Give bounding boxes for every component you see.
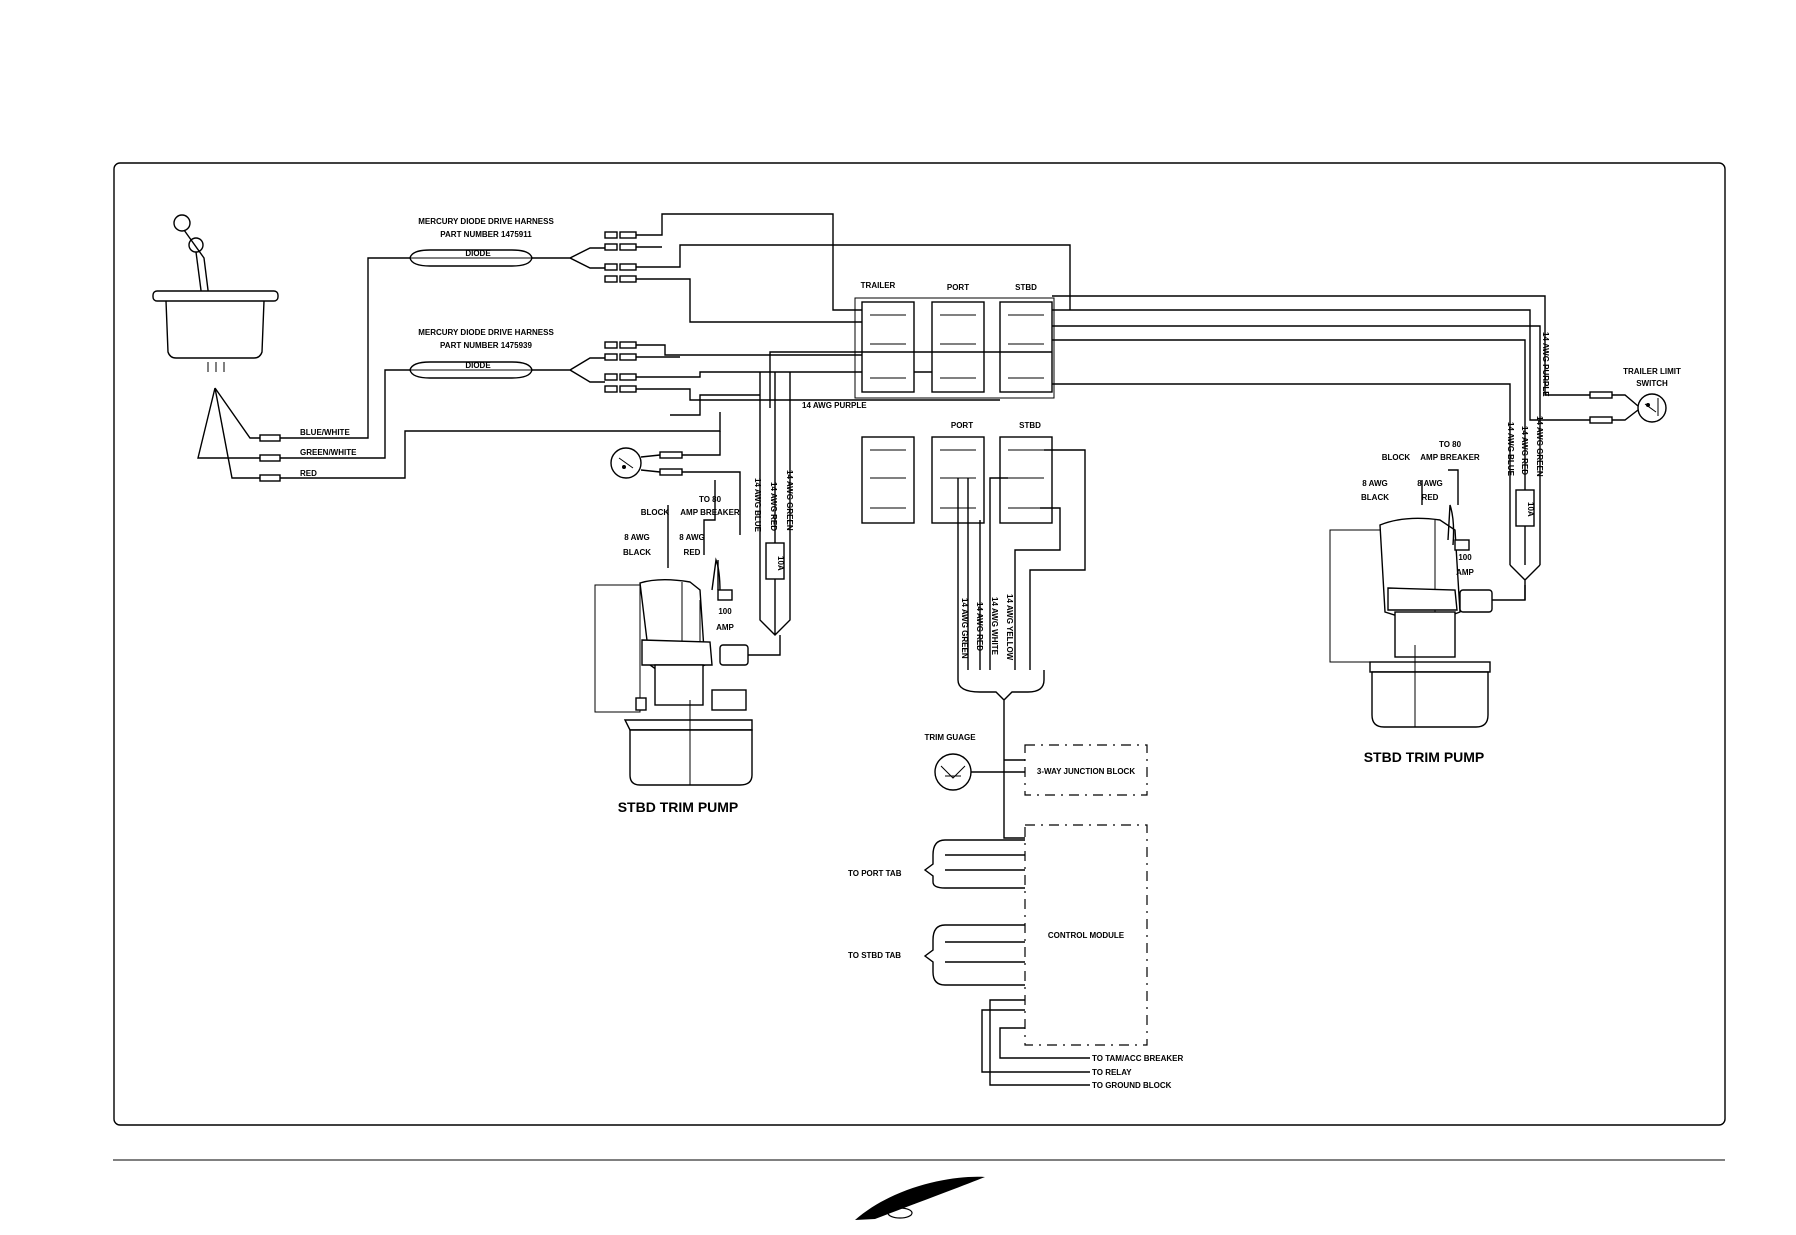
diode-harness-1 (409, 247, 605, 269)
bus-wires-right (769, 295, 1590, 565)
label-block-right: BLOCK (1382, 453, 1411, 462)
stbd-tab-wires (923, 924, 1025, 986)
label-amp-breaker-right: AMP BREAKER (1420, 453, 1480, 462)
harness-connectors (604, 231, 637, 393)
right-pump-wires (1421, 469, 1541, 600)
label-block-left: BLOCK (641, 508, 670, 517)
junction-to-module-wires (1003, 759, 1025, 839)
label-white-14-mid: 14 AWG WHITE (990, 597, 999, 656)
label-8awg-left-a: 8 AWG (624, 533, 649, 542)
diagram-frame (113, 162, 1726, 1126)
fuse-label-right: 10A (1526, 502, 1535, 517)
port-tab-wires (923, 839, 1025, 889)
left-trim-pump-icon (594, 557, 781, 786)
trim-wire-brace (957, 670, 1045, 760)
label-yellow-14-mid: 14 AWG YELLOW (1005, 594, 1014, 661)
diode-label-2: DIODE (465, 361, 491, 370)
label-red-14-right: 14 AWG RED (1520, 426, 1529, 475)
label-amp-right: AMP (1456, 568, 1474, 577)
label-trailer: TRAILER (861, 281, 896, 290)
harness1-part: PART NUMBER 1475911 (440, 230, 532, 239)
label-green-14-mid: 14 AWG GREEN (960, 598, 969, 659)
harness2-title: MERCURY DIODE DRIVE HARNESS (418, 328, 554, 337)
left-pump-wires (667, 480, 719, 590)
label-to-ground: TO GROUND BLOCK (1092, 1081, 1172, 1090)
label-green-14-left: 14 AWG GREEN (785, 470, 794, 531)
label-to-80-left: TO 80 (699, 495, 722, 504)
harness1-title: MERCURY DIODE DRIVE HARNESS (418, 217, 554, 226)
label-green-white: GREEN/WHITE (300, 448, 357, 457)
diode-label-1: DIODE (465, 249, 491, 258)
label-red-right: RED (1422, 493, 1439, 502)
label-100-right: 100 (1458, 553, 1472, 562)
fuse-10a-right (1515, 489, 1535, 527)
label-control-module: CONTROL MODULE (1048, 931, 1125, 940)
label-purple-14: 14 AWG PURPLE (802, 401, 867, 410)
label-to-port-tab: TO PORT TAB (848, 869, 902, 878)
label-trim-gauge: TRIM GUAGE (924, 733, 976, 742)
label-amp-left: AMP (716, 623, 734, 632)
label-black-right: BLACK (1361, 493, 1389, 502)
trim-gauge-icon (934, 753, 1025, 791)
control-module (1024, 824, 1148, 1046)
right-trim-pump-icon (1329, 504, 1526, 728)
throttle-control-icon (152, 214, 279, 372)
label-red-left: RED (684, 548, 701, 557)
harness-to-switch-wires (636, 213, 1071, 401)
trim-control-wires (957, 449, 1086, 670)
harness2-part: PART NUMBER 1475939 (440, 341, 532, 350)
label-to-relay: TO RELAY (1092, 1068, 1132, 1077)
left-pump-title: STBD TRIM PUMP (618, 799, 739, 815)
baja-logo (855, 1176, 985, 1220)
module-output-wires (981, 999, 1090, 1086)
label-port-upper: PORT (947, 283, 969, 292)
label-to-stbd-tab: TO STBD TAB (848, 951, 901, 960)
right-pump-title: STBD TRIM PUMP (1364, 749, 1485, 765)
label-purple-14-right: 14 AWG PURPLE (1541, 332, 1550, 397)
label-trailer-limit: TRAILER LIMIT (1623, 367, 1681, 376)
label-stbd-lower: STBD (1019, 421, 1041, 430)
throttle-to-harness-wires (280, 257, 721, 479)
switch-panel-lower (861, 436, 1053, 524)
label-to-80-right: TO 80 (1439, 440, 1462, 449)
fuse-10a-left (765, 542, 785, 580)
label-100-left: 100 (718, 607, 732, 616)
label-blue-white: BLUE/WHITE (300, 428, 350, 437)
left-vertical-bundle (670, 372, 791, 636)
label-8awg-right-b: 8 AWG (1417, 479, 1442, 488)
label-blue-14-right: 14 AWG BLUE (1506, 422, 1515, 477)
label-port-lower: PORT (951, 421, 973, 430)
label-8awg-left-b: 8 AWG (679, 533, 704, 542)
switch-panel-upper (854, 297, 1055, 399)
label-stbd-upper: STBD (1015, 283, 1037, 292)
label-red-14-mid: 14 AWG RED (975, 602, 984, 651)
label-blue-14-left: 14 AWG BLUE (753, 478, 762, 533)
throttle-connectors (259, 434, 281, 482)
junction-block (1024, 744, 1148, 796)
diode-harness-2 (409, 357, 605, 383)
fuse-label-left: 10A (776, 556, 785, 571)
label-to-tamacc: TO TAM/ACC BREAKER (1092, 1054, 1183, 1063)
label-black-left: BLACK (623, 548, 651, 557)
label-amp-breaker-left: AMP BREAKER (680, 508, 740, 517)
trailer-limit-switch-icon (1589, 391, 1667, 424)
throttle-wires (197, 387, 270, 479)
label-red-14-left: 14 AWG RED (769, 482, 778, 531)
label-green-14-right: 14 AWG GREEN (1535, 416, 1544, 477)
label-junction-block: 3-WAY JUNCTION BLOCK (1037, 767, 1135, 776)
label-red: RED (300, 469, 317, 478)
label-switch: SWITCH (1636, 379, 1668, 388)
label-8awg-right-a: 8 AWG (1362, 479, 1387, 488)
circuit-breaker-left-icon (610, 431, 741, 535)
